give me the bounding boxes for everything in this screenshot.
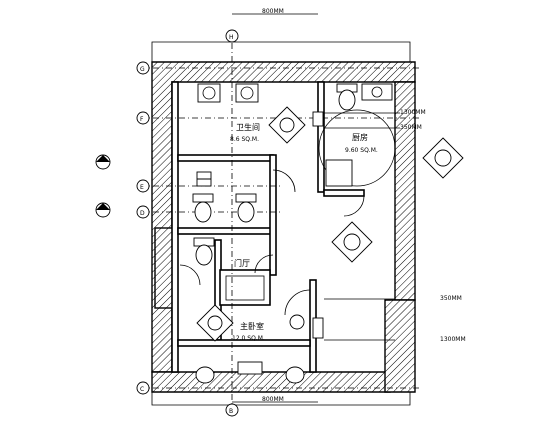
grid-bubble-left-3: E	[136, 179, 150, 193]
elevation-diamond-1	[268, 106, 306, 144]
room-2-area: 9.60 SQ.M.	[345, 147, 378, 154]
section-marker-1	[196, 171, 212, 187]
kitchen-appliance	[325, 159, 353, 187]
svg-text:E: E	[140, 184, 144, 191]
washbasin-2	[235, 83, 259, 103]
toilet-2	[235, 193, 257, 223]
elevation-marker-left-1	[95, 154, 111, 170]
toilet-1	[192, 193, 214, 223]
dimension-leaders	[232, 13, 400, 403]
dim-right-2: 350MM	[400, 124, 422, 131]
grid-bubble-bottom: B	[225, 403, 239, 417]
elevation-marker-left-2	[95, 202, 111, 218]
toilet-3	[193, 237, 215, 266]
section-marker-2	[312, 111, 324, 127]
grid-bubble-left-1: G	[136, 61, 150, 75]
room-4-area: 12.0 SQ.M.	[232, 335, 265, 342]
room-2-name: 厨房	[352, 132, 368, 142]
svg-text:G: G	[140, 66, 145, 73]
dim-right-3: 350MM	[440, 295, 462, 302]
room-1-area: 8.6 SQ.M.	[230, 136, 259, 143]
svg-text:F: F	[140, 116, 144, 123]
svg-text:C: C	[140, 386, 144, 393]
door-swings	[179, 169, 365, 316]
dim-top: 800MM	[262, 8, 284, 15]
elevation-diamond-4	[196, 304, 234, 342]
room-4-name: 主卧室	[240, 321, 264, 331]
room-1-name: 卫生间	[236, 122, 260, 132]
dim-bottom: 800MM	[262, 396, 284, 403]
grid-bubble-left-5: C	[136, 381, 150, 395]
section-marker-3	[312, 317, 324, 339]
dim-right-4: 1300MM	[440, 336, 466, 343]
basin-bottom	[237, 361, 263, 375]
elevation-diamond-2	[422, 137, 464, 179]
interior-walls	[171, 81, 365, 373]
grid-bubble-left-2: F	[136, 111, 150, 125]
svg-text:H: H	[229, 34, 234, 41]
sink-kitchen	[361, 83, 393, 101]
kitchen-round-table	[318, 109, 396, 187]
dim-right-1: 1300MM	[400, 109, 426, 116]
washbasin-1	[197, 83, 221, 103]
toilet-4	[336, 83, 358, 111]
elevation-diamond-3	[331, 221, 373, 263]
toilet-bottom-1	[195, 366, 215, 384]
room-3-name: 门厅	[234, 258, 250, 268]
svg-text:B: B	[229, 408, 233, 415]
grid-bubble-top: H	[225, 29, 239, 43]
section-marker-4	[289, 314, 305, 330]
basin-bottom-2	[285, 366, 305, 384]
grid-bubble-left-4: D	[136, 205, 150, 219]
svg-text:D: D	[140, 210, 145, 217]
